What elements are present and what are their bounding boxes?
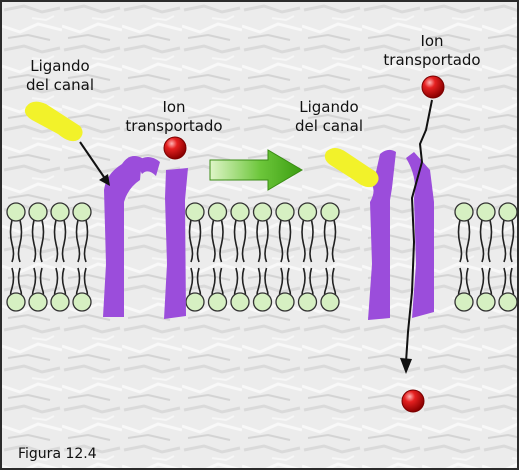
ligand-shape: [24, 101, 83, 142]
ion-label-right: Ion transportado: [383, 32, 481, 69]
lipid-head: [207, 292, 228, 312]
ligand-pointer-arrow: [79, 141, 110, 186]
lipid-tail: [211, 219, 216, 263]
lipid-head: [476, 202, 496, 222]
channel-left-subunit: [103, 156, 142, 317]
lipid-head: [297, 292, 318, 312]
ion-label-left: Ion transportado: [125, 98, 223, 135]
lipid-head: [498, 202, 517, 222]
phospholipid: [185, 202, 205, 312]
lipid-head: [297, 202, 318, 222]
phospholipid: [6, 202, 26, 312]
channel-right-subunit: [164, 168, 188, 319]
lipid-tail: [61, 219, 67, 263]
phospholipid: [454, 202, 474, 312]
phospholipid: [230, 202, 250, 312]
ion-sphere: [163, 136, 187, 160]
lipid-head: [476, 292, 496, 312]
lipid-head: [28, 292, 48, 312]
lipid-tail: [465, 219, 471, 263]
lipid-tail: [457, 219, 463, 263]
lipid-head: [185, 202, 205, 222]
lipid-tail: [233, 219, 239, 263]
lipid-tail: [75, 219, 81, 263]
lipid-tail: [196, 219, 202, 263]
lipid-head: [454, 292, 474, 312]
lipid-head: [252, 202, 273, 222]
lipid-tail: [219, 219, 224, 263]
lipid-tail: [509, 219, 515, 263]
lipid-tail: [264, 219, 269, 263]
ligand-shape: [324, 148, 379, 188]
lipid-head: [207, 202, 228, 222]
phospholipid: [476, 202, 496, 312]
lipid-tail: [53, 219, 59, 263]
phospholipid: [275, 202, 295, 312]
lipid-tail: [323, 219, 329, 263]
phospholipid: [252, 202, 273, 312]
lipid-head: [230, 292, 250, 312]
lipid-tail: [479, 219, 485, 263]
phospholipid: [498, 202, 517, 312]
phospholipid: [72, 202, 92, 312]
ion-sphere: [421, 75, 445, 99]
lipid-head: [275, 292, 295, 312]
lipid-head: [72, 202, 92, 222]
ligand-label-left: Ligando del canal: [26, 57, 94, 94]
lipid-head: [498, 292, 517, 312]
lipid-tail: [487, 219, 493, 263]
lipid-tail: [286, 219, 292, 263]
lipid-tail: [9, 219, 15, 263]
lipid-tail: [278, 219, 284, 263]
lipid-tail: [309, 219, 314, 263]
lipid-tail: [188, 219, 194, 263]
lipid-head: [320, 202, 340, 222]
lipid-head: [320, 292, 340, 312]
closed-channel: [103, 156, 188, 319]
lipid-head: [50, 292, 70, 312]
channel-left-subunit: [360, 149, 396, 320]
lipid-tail: [501, 219, 507, 263]
lipid-head: [275, 202, 295, 222]
phospholipid: [320, 202, 340, 312]
phospholipid: [207, 202, 228, 312]
lipid-bilayer: [6, 202, 517, 312]
lipid-head: [185, 292, 205, 312]
lipid-tail: [256, 219, 261, 263]
lipid-head: [6, 202, 26, 222]
lipid-tail: [241, 219, 247, 263]
ligand-label-right: Ligando del canal: [295, 98, 363, 135]
phospholipid: [297, 202, 318, 312]
channel-gate: [136, 157, 160, 176]
lipid-head: [50, 202, 70, 222]
lipid-head: [28, 202, 48, 222]
transition-arrow: [209, 149, 303, 191]
lipid-tail: [17, 219, 23, 263]
lipid-head: [72, 292, 92, 312]
lipid-tail: [301, 219, 306, 263]
lipid-head: [230, 202, 250, 222]
ion-path-arrow: [400, 99, 433, 374]
lipid-head: [252, 292, 273, 312]
lipid-tail: [31, 219, 37, 263]
lipid-head: [6, 292, 26, 312]
lipid-tail: [83, 219, 89, 263]
channel-right-subunit: [406, 152, 434, 318]
lipid-tail: [39, 219, 45, 263]
figure-caption: Figura 12.4: [18, 446, 97, 462]
phospholipid: [50, 202, 70, 312]
lipid-head: [454, 202, 474, 222]
phospholipid: [28, 202, 48, 312]
open-channel: [360, 149, 434, 320]
ion-sphere: [401, 389, 425, 413]
lipid-tail: [331, 219, 337, 263]
